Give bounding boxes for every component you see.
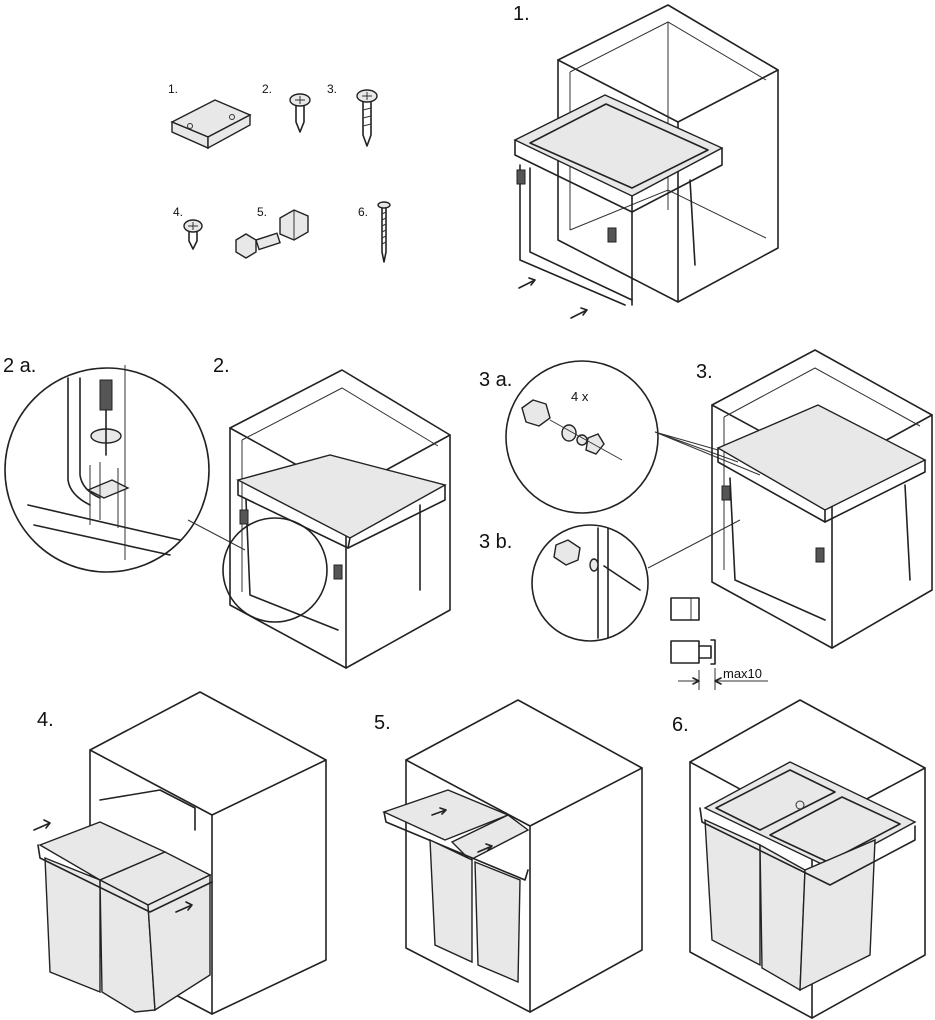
- bolt-installed-icon: [553, 539, 641, 591]
- step-2-label: 2.: [213, 355, 230, 377]
- bins-step-5: [429, 838, 521, 984]
- parts-list: 1. 2. 3. 4. 5.: [168, 82, 391, 263]
- part-label-2: 2.: [262, 82, 272, 96]
- step-3a-label: 3 a.: [479, 369, 512, 391]
- long-screw-icon: [356, 89, 378, 147]
- screwdriver-icon: [90, 379, 122, 456]
- detail-circle-2: [222, 517, 328, 623]
- wood-screw-icon: [377, 201, 391, 263]
- direction-arrow-icon: [518, 277, 588, 319]
- step-3: 3.: [696, 349, 933, 649]
- step-3a: 3 a. 4 x: [479, 360, 761, 514]
- step-3b-label: 3 b.: [479, 531, 512, 553]
- adjustment-bolt-icon: [235, 209, 309, 259]
- detail-circle-3b: [531, 524, 649, 642]
- bracket-detail-icon: [86, 462, 130, 528]
- leader-line-2a: [187, 519, 246, 551]
- countersunk-screw-icon: [183, 219, 203, 250]
- step-1: 1.: [513, 3, 779, 319]
- step-2a-label: 2 a.: [3, 355, 36, 377]
- step-2: 2.: [213, 355, 451, 669]
- direction-arrow-icon: [33, 819, 193, 913]
- part-label-4: 4.: [173, 205, 183, 219]
- part-label-5: 5.: [257, 205, 267, 219]
- tolerance-detail: max10: [670, 597, 768, 690]
- part-label-6: 6.: [358, 205, 368, 219]
- step-1-label: 1.: [513, 3, 530, 25]
- frame-post: [597, 527, 609, 639]
- step-6: 6.: [672, 699, 926, 1019]
- max-dimension-label: max10: [723, 666, 762, 681]
- step-3b: 3 b.: [479, 519, 741, 642]
- pull-out-frame-step-1: [513, 94, 724, 306]
- step-2a: 2 a.: [3, 355, 246, 573]
- pull-out-frame-step-4: [37, 789, 213, 913]
- waste-bin-right: [98, 851, 212, 1013]
- step-3-label: 3.: [696, 361, 713, 383]
- detail-circle-2a: [4, 365, 210, 573]
- part-label-3: 3.: [327, 82, 337, 96]
- bolt-exploded-icon: [521, 399, 623, 461]
- short-screw-icon: [289, 93, 311, 133]
- step-5: 5.: [374, 699, 643, 1013]
- detail-circle-3a: [505, 360, 659, 514]
- mounting-bracket-icon: [170, 99, 252, 150]
- cabinet-step-5: [405, 699, 643, 1013]
- step-6-label: 6.: [672, 714, 689, 736]
- quantity-label: 4 x: [571, 389, 589, 404]
- pull-out-frame-step-3: [716, 404, 927, 621]
- part-label-1: 1.: [168, 82, 178, 96]
- bins-step-6: [699, 807, 916, 992]
- bin-lids-step-5: [382, 789, 530, 881]
- bin-lids-step-6: [703, 761, 917, 869]
- leader-line-3b: [647, 519, 741, 569]
- step-4-label: 4.: [37, 709, 54, 731]
- step-4: 4.: [33, 691, 327, 1015]
- pull-out-frame-step-2: [236, 454, 447, 631]
- step-5-label: 5.: [374, 712, 391, 734]
